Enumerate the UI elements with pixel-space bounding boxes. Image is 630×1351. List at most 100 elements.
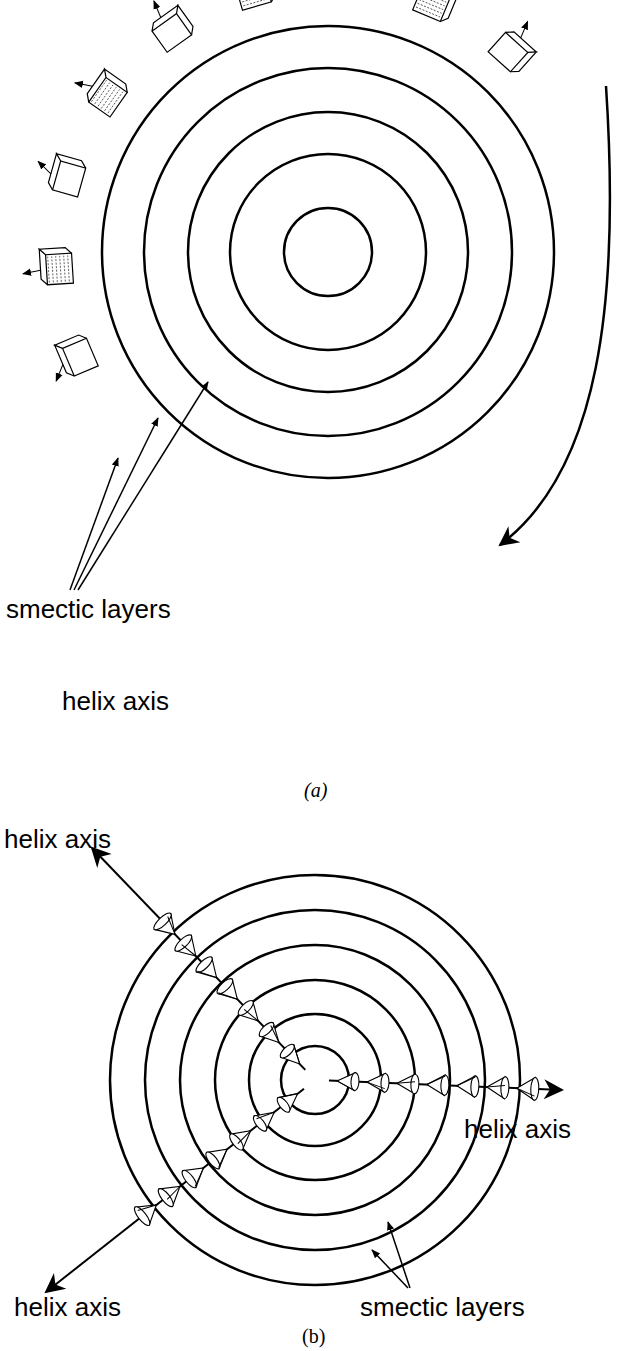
director-line	[457, 1076, 475, 1086]
layer-blocks	[21, 0, 547, 383]
block-edge	[84, 69, 131, 117]
precession-cone	[236, 998, 265, 1027]
block-hatch	[105, 89, 120, 110]
block-hatch	[101, 87, 116, 108]
director-line	[189, 1168, 209, 1187]
block-edge	[55, 333, 99, 379]
precession-cone	[486, 1076, 509, 1099]
precession-cone	[215, 976, 245, 1006]
layer-label: smectic layers	[6, 596, 171, 622]
precession-cone	[257, 1020, 286, 1049]
precession-cone	[456, 1075, 479, 1097]
precession-cone	[132, 1196, 163, 1228]
block-edge	[488, 28, 536, 76]
cone-base	[381, 1073, 390, 1092]
precession-cone	[156, 1178, 187, 1209]
precession-cone	[251, 1105, 280, 1133]
director-line	[367, 1082, 385, 1089]
smectic-layers-b	[110, 875, 520, 1285]
leader-lines-a	[70, 382, 208, 590]
block-hatch	[418, 3, 442, 13]
axis-label: helix axis	[4, 826, 111, 852]
block-hatch	[242, 0, 267, 2]
director-arrow	[516, 21, 532, 38]
block-hatch	[56, 256, 58, 282]
block-face	[53, 161, 86, 197]
director-line	[267, 1026, 284, 1043]
precession-cone	[337, 1072, 360, 1091]
director-arrow	[23, 270, 41, 274]
block-face	[46, 253, 74, 285]
cone-base	[227, 1132, 245, 1152]
cone-base	[180, 1168, 199, 1190]
director-line	[256, 1108, 274, 1124]
block-hatch	[68, 255, 70, 281]
precession-cone	[367, 1073, 390, 1093]
axis-label: helix axis	[62, 688, 169, 714]
block-hatch	[64, 256, 66, 282]
layer-block	[230, 0, 277, 10]
block-hatch	[416, 7, 440, 17]
director-line	[218, 986, 237, 1005]
director-line	[397, 1081, 415, 1084]
smectic-layers-a	[102, 26, 554, 478]
layer-block	[43, 333, 98, 384]
panel-caption: (b)	[302, 1326, 325, 1346]
cone-base	[236, 998, 256, 1017]
block-hatch	[108, 92, 123, 113]
helix-axis-arrow	[92, 848, 305, 1070]
leader-lines-b	[372, 1222, 410, 1288]
director-line	[236, 1131, 252, 1144]
block-edge	[39, 247, 73, 285]
block-hatch	[95, 83, 110, 104]
panel-caption: (a)	[304, 780, 327, 800]
layer-block	[21, 247, 73, 286]
director-arrow	[51, 365, 68, 382]
director-line	[138, 1199, 157, 1216]
director-arrow	[75, 77, 93, 92]
layer-block	[32, 149, 88, 197]
director-line	[182, 943, 196, 958]
cone-base	[530, 1077, 539, 1100]
precession-cone	[397, 1074, 420, 1094]
block-edge	[413, 0, 459, 24]
layer-label: smectic layers	[360, 1294, 525, 1320]
block-face	[235, 0, 271, 10]
block-edge	[234, 0, 277, 10]
block-hatch	[92, 80, 107, 101]
precession-cone	[516, 1077, 539, 1101]
layer-block	[138, 0, 196, 52]
cone-rows	[46, 848, 562, 1292]
block-hatch	[243, 0, 268, 6]
cone-base	[156, 1187, 176, 1209]
block-edge	[149, 5, 197, 52]
block-face	[413, 0, 451, 21]
block-edge	[47, 154, 88, 197]
axis-label: helix axis	[14, 1294, 121, 1320]
director-line	[487, 1085, 505, 1088]
precession-cone	[203, 1141, 233, 1171]
director-arrow	[36, 161, 53, 174]
block-hatch	[60, 256, 62, 282]
director-line	[197, 965, 216, 985]
cone-base	[410, 1074, 419, 1094]
director-line	[213, 1149, 233, 1167]
precession-cone	[227, 1123, 256, 1152]
director-line	[278, 1087, 298, 1105]
layer-block	[413, 0, 464, 24]
director-arrow	[151, 1, 164, 18]
precession-cone	[152, 911, 184, 943]
cone-base	[132, 1205, 152, 1228]
cone-base	[251, 1113, 269, 1133]
director-line	[337, 1081, 355, 1091]
director-line	[427, 1075, 445, 1085]
block-hatch	[419, 0, 443, 10]
director-line	[166, 1187, 182, 1200]
cone-base	[203, 1150, 222, 1171]
block-face	[63, 338, 99, 376]
helix-axis-arrow	[500, 86, 610, 545]
cone-base	[278, 1042, 297, 1060]
helix-axis-arrow	[46, 1089, 304, 1292]
